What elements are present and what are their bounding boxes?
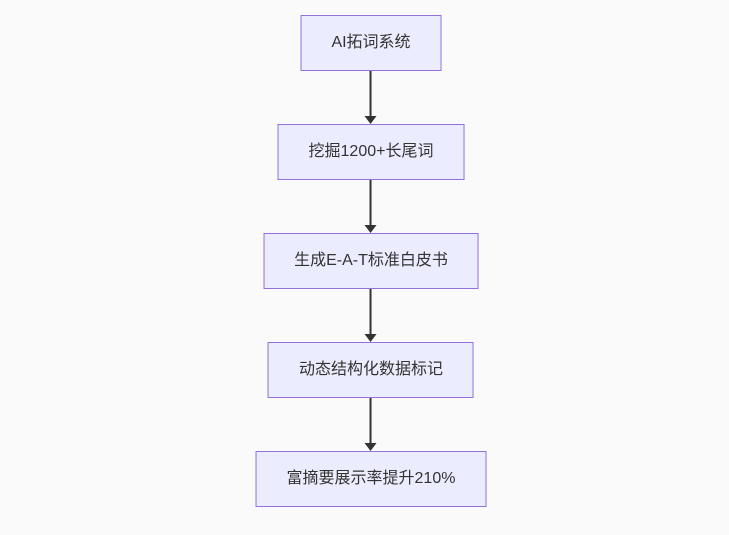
flow-arrow xyxy=(365,71,377,124)
flow-node-label: 挖掘1200+长尾词 xyxy=(308,143,434,160)
arrow-line xyxy=(370,398,372,443)
flow-node-label: 动态结构化数据标记 xyxy=(298,361,443,378)
arrow-line xyxy=(370,71,372,116)
arrowhead-down-icon xyxy=(365,334,377,342)
flow-node-ai-keyword-system: AI拓词系统 xyxy=(300,15,442,71)
arrowhead-down-icon xyxy=(365,116,377,124)
flow-node-rich-snippet-uplift: 富摘要展示率提升210% xyxy=(255,451,487,507)
flow-arrow xyxy=(365,289,377,342)
arrow-line xyxy=(370,180,372,225)
flow-node-label: 生成E-A-T标准白皮书 xyxy=(294,252,448,269)
arrowhead-down-icon xyxy=(365,225,377,233)
arrowhead-down-icon xyxy=(365,443,377,451)
arrow-line xyxy=(370,289,372,334)
flow-node-label: 富摘要展示率提升210% xyxy=(286,470,456,487)
flow-node-label: AI拓词系统 xyxy=(331,34,411,51)
flow-arrow xyxy=(365,398,377,451)
flow-arrow xyxy=(365,180,377,233)
flow-node-dynamic-structured-data: 动态结构化数据标记 xyxy=(267,342,474,398)
flow-node-mine-longtail-keywords: 挖掘1200+长尾词 xyxy=(277,124,465,180)
flowchart: AI拓词系统挖掘1200+长尾词生成E-A-T标准白皮书动态结构化数据标记富摘要… xyxy=(255,15,487,507)
flow-node-generate-eat-whitepaper: 生成E-A-T标准白皮书 xyxy=(263,233,479,289)
